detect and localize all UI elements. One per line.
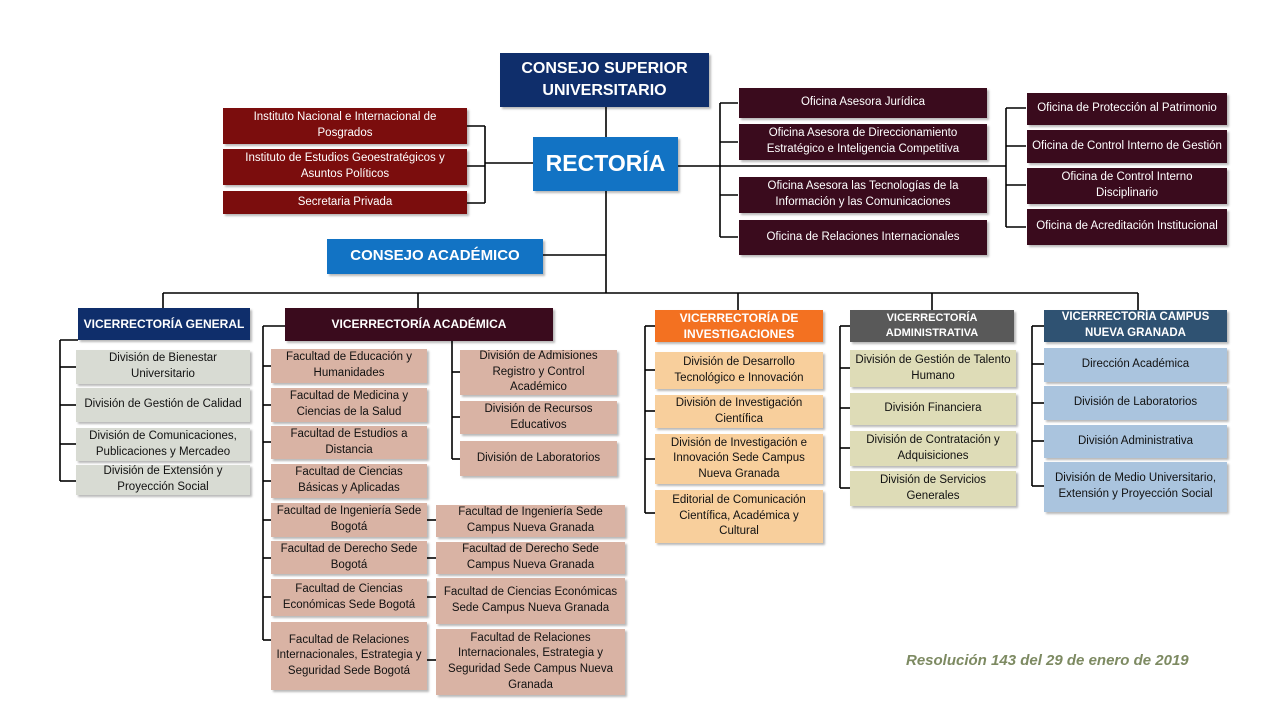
resolution-note: Resolución 143 del 29 de enero de 2019 <box>906 652 1189 669</box>
faculty-ingenieria-bogota: Facultad de Ingeniería Sede Bogotá <box>271 503 427 537</box>
investigaciones-item-desarrollo: División de Desarrollo Tecnológico e Inn… <box>655 352 823 389</box>
faculty-relaciones-bogota: Facultad de Relaciones Internacionales, … <box>271 622 427 690</box>
faculty-economicas-bogota: Facultad de Ciencias Económicas Sede Bog… <box>271 579 427 616</box>
campus-item-administrativa: División Administrativa <box>1044 425 1227 458</box>
rectoria-box: RECTORÍA <box>533 137 678 191</box>
consejo-academico-box: CONSEJO ACADÉMICO <box>327 239 543 274</box>
office-direccionamiento: Oficina Asesora de Direccionamiento Estr… <box>739 124 987 160</box>
vice-general-header: VICERRECTORÍA GENERAL <box>78 308 250 340</box>
left-unit-secretaria: Secretaria Privada <box>223 191 467 214</box>
left-unit-posgrados: Instituto Nacional e Internacional de Po… <box>223 108 467 144</box>
faculty-derecho-bogota: Facultad de Derecho Sede Bogotá <box>271 541 427 574</box>
administrativa-item-talento: División de Gestión de Talento Humano <box>850 350 1016 387</box>
office-relaciones: Oficina de Relaciones Internacionales <box>739 220 987 255</box>
division-laboratorios-academica: División de Laboratorios <box>460 441 617 476</box>
office-juridica: Oficina Asesora Jurídica <box>739 88 987 118</box>
faculty-basicas: Facultad de Ciencias Básicas y Aplicadas <box>271 464 427 498</box>
administrativa-item-servicios: División de Servicios Generales <box>850 471 1016 506</box>
division-admisiones: División de Admisiones Registro y Contro… <box>460 350 617 395</box>
vice-general-item-comunicaciones: División de Comunicaciones, Publicacione… <box>76 428 250 461</box>
administrativa-item-financiera: División Financiera <box>850 393 1016 425</box>
left-unit-geoestrategicos: Instituto de Estudios Geoestratégicos y … <box>223 149 467 185</box>
consejo-superior-box: CONSEJO SUPERIOR UNIVERSITARIO <box>500 53 709 107</box>
vice-academica-header: VICERRECTORÍA ACADÉMICA <box>285 308 553 341</box>
vice-general-item-bienestar: División de Bienestar Universitario <box>76 350 250 384</box>
administrativa-item-contratacion: División de Contratación y Adquisiciones <box>850 431 1016 466</box>
campus-item-direccion: Dirección Académica <box>1044 348 1227 382</box>
office-control-gestion: Oficina de Control Interno de Gestión <box>1027 130 1227 163</box>
office-control-disciplinario: Oficina de Control Interno Disciplinario <box>1027 168 1227 204</box>
division-recursos: División de Recursos Educativos <box>460 401 617 434</box>
vice-administrativa-header: VICERRECTORÍA ADMINISTRATIVA <box>850 310 1014 342</box>
faculty-relaciones-campus: Facultad de Relaciones Internacionales, … <box>436 629 625 695</box>
investigaciones-item-campus: División de Investigación e Innovación S… <box>655 434 823 484</box>
faculty-medicina: Facultad de Medicina y Ciencias de la Sa… <box>271 388 427 422</box>
investigaciones-item-editorial: Editorial de Comunicación Científica, Ac… <box>655 490 823 543</box>
vice-general-item-extension: División de Extensión y Proyección Socia… <box>76 465 250 495</box>
vice-investigaciones-header: VICERRECTORÍA DE INVESTIGACIONES <box>655 310 823 342</box>
vice-campus-header: VICERRECTORÍA CAMPUS NUEVA GRANADA <box>1044 310 1227 342</box>
campus-item-medio-universitario: División de Medio Universitario, Extensi… <box>1044 462 1227 512</box>
faculty-educacion: Facultad de Educación y Humanidades <box>271 349 427 383</box>
campus-item-laboratorios: División de Laboratorios <box>1044 386 1227 420</box>
faculty-derecho-campus: Facultad de Derecho Sede Campus Nueva Gr… <box>436 542 625 574</box>
office-acreditacion: Oficina de Acreditación Institucional <box>1027 209 1227 245</box>
investigaciones-item-cientifica: División de Investigación Científica <box>655 395 823 428</box>
faculty-economicas-campus: Facultad de Ciencias Económicas Sede Cam… <box>436 578 625 624</box>
faculty-distancia: Facultad de Estudios a Distancia <box>271 426 427 459</box>
vice-general-item-calidad: División de Gestión de Calidad <box>76 388 250 422</box>
faculty-ingenieria-campus: Facultad de Ingeniería Sede Campus Nueva… <box>436 505 625 537</box>
office-patrimonio: Oficina de Protección al Patrimonio <box>1027 93 1227 125</box>
office-tic: Oficina Asesora las Tecnologías de la In… <box>739 177 987 213</box>
